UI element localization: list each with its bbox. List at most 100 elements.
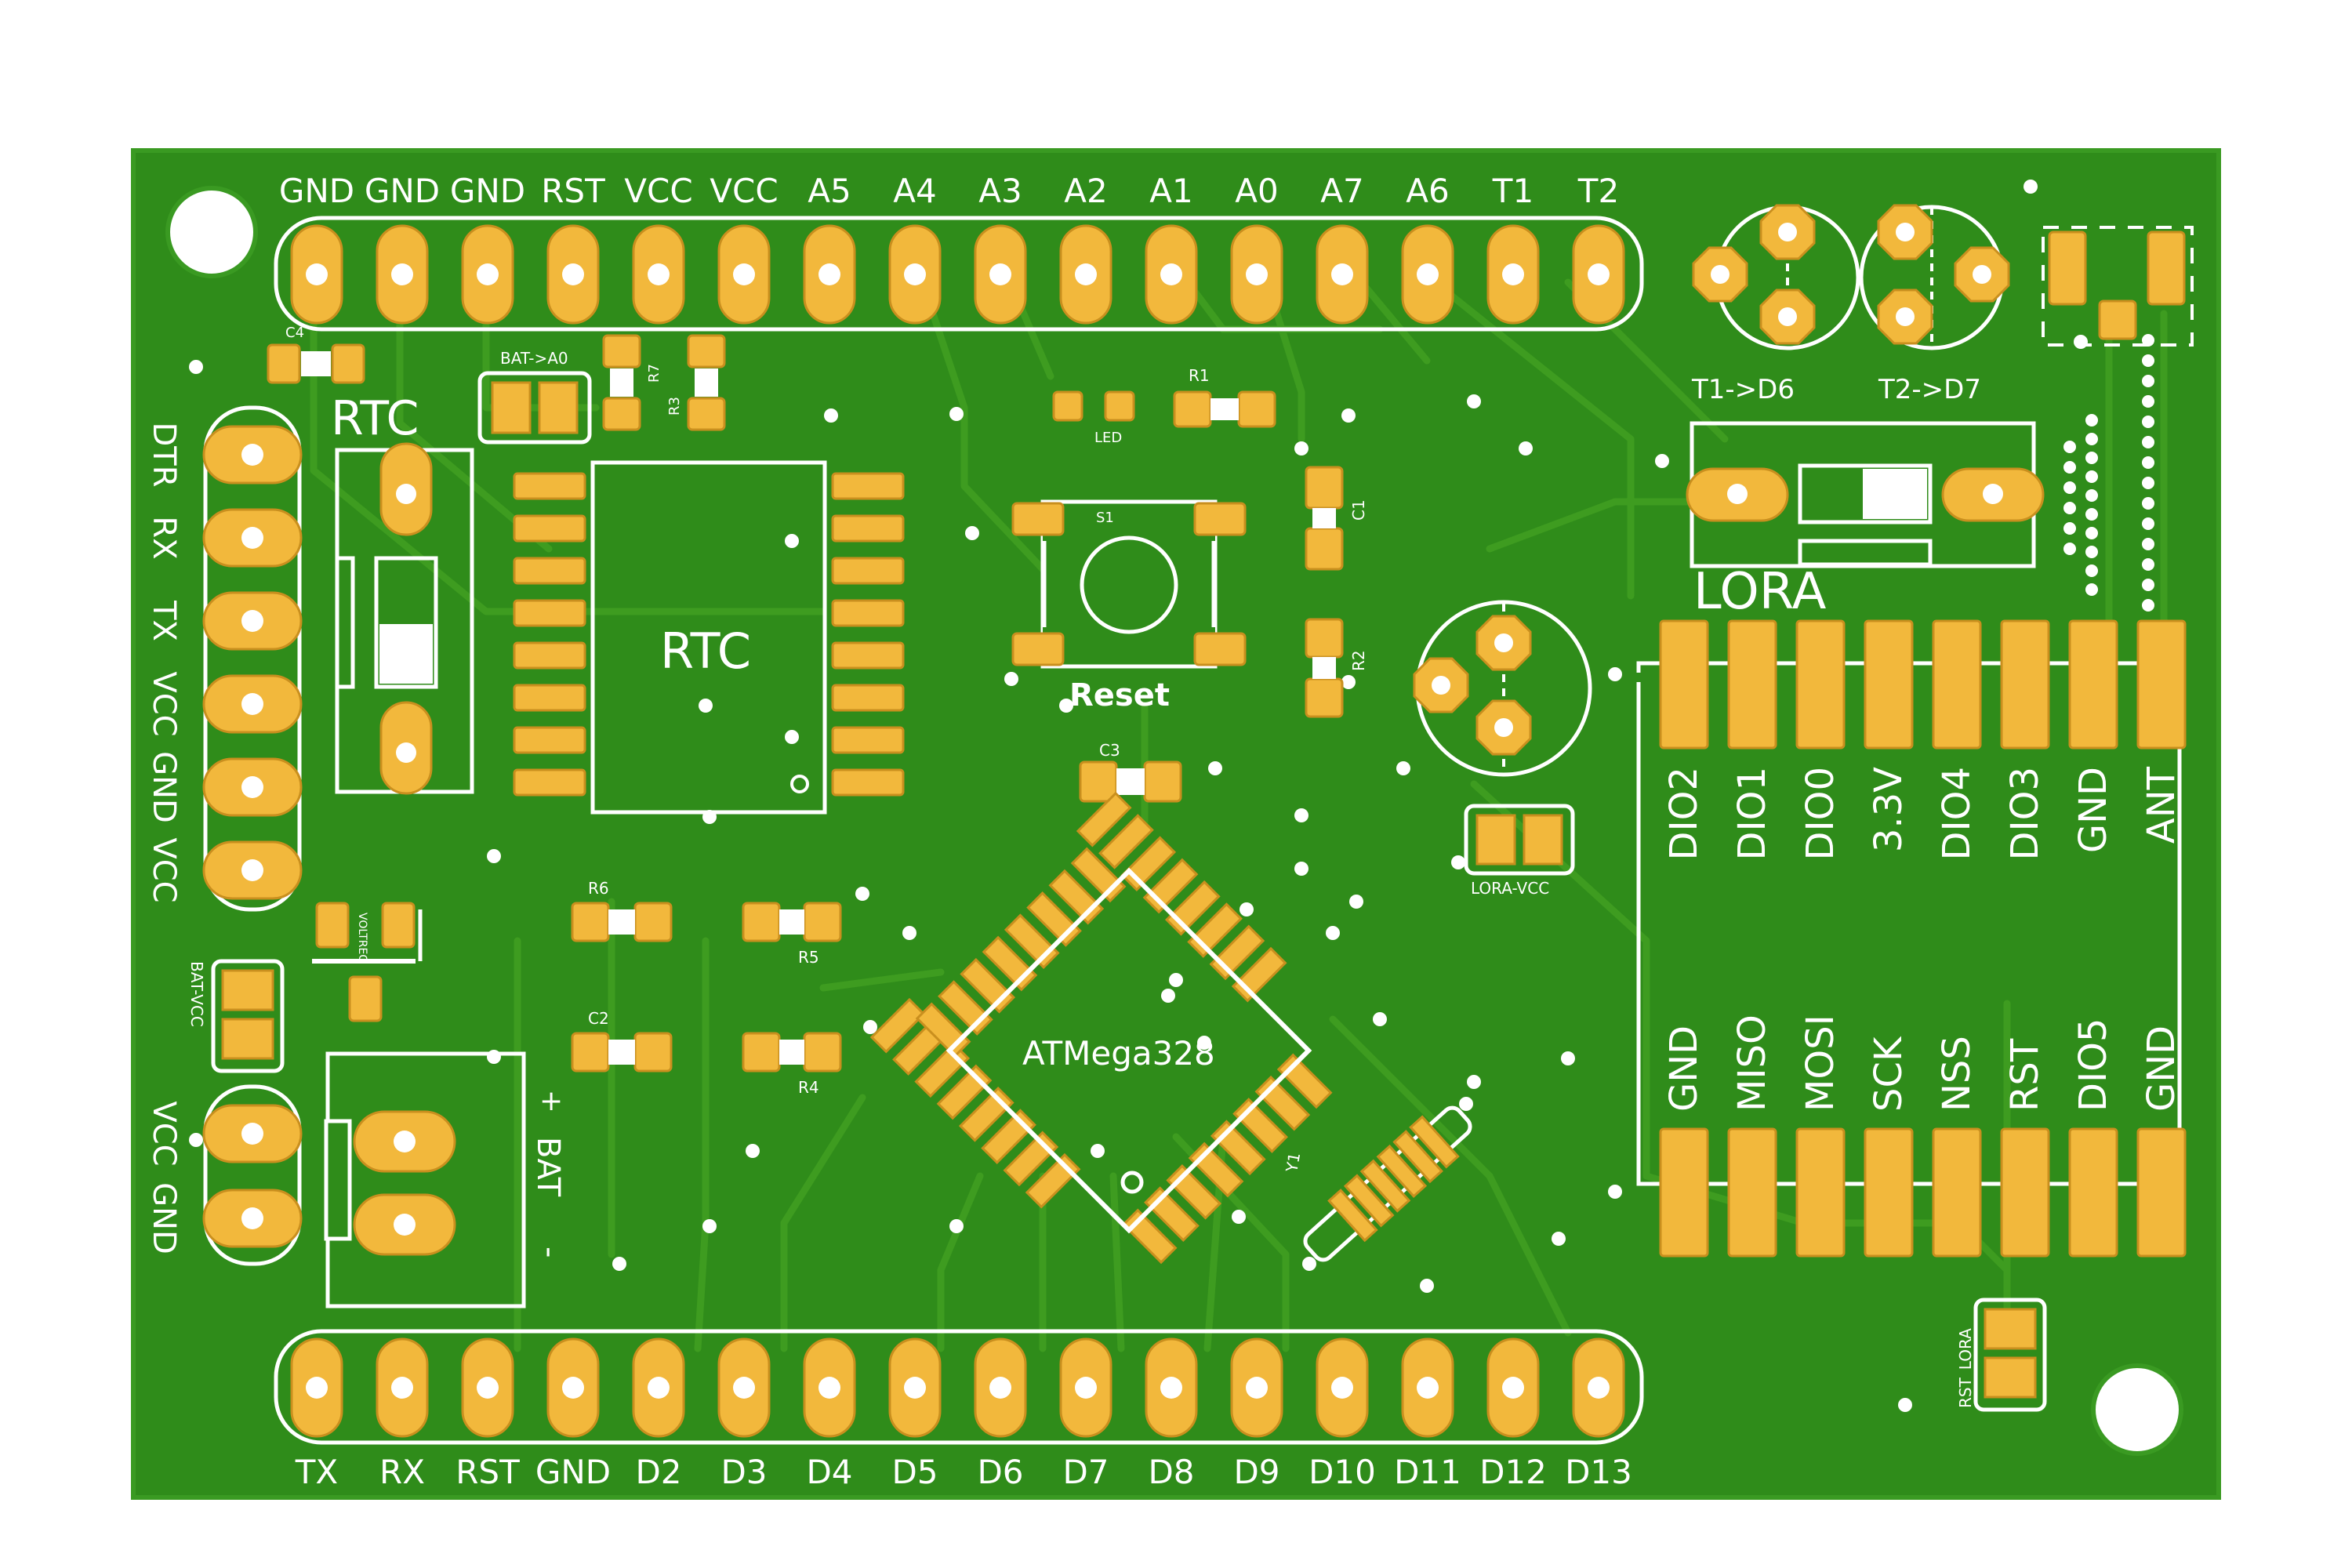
mcu-pin-pad bbox=[1098, 814, 1154, 869]
lora-bottom-pin-label: RST bbox=[2003, 1038, 2047, 1112]
resistor-r4: R4 bbox=[742, 1032, 842, 1097]
lora-bottom-pin-label: SCK bbox=[1867, 1036, 1911, 1112]
top-header-pin-label: GND bbox=[450, 172, 525, 210]
top-right-smd bbox=[2042, 226, 2194, 347]
top-header-pin bbox=[1230, 224, 1283, 325]
top-header-pin-label: A2 bbox=[1064, 172, 1107, 210]
mounting-hole-top-left bbox=[165, 186, 258, 278]
lora-bottom-pad bbox=[2068, 1127, 2118, 1258]
bottom-header-pin-label: D5 bbox=[891, 1453, 938, 1491]
top-header-pin-label: A3 bbox=[978, 172, 1022, 210]
top-header-pin-label: A5 bbox=[808, 172, 851, 210]
top-header-pin-label: T1 bbox=[1492, 172, 1534, 210]
bottom-header-pin bbox=[974, 1338, 1027, 1438]
lora-top-pin-label: DIO0 bbox=[1798, 767, 1842, 860]
bat-vcc-label: BAT-VCC bbox=[187, 961, 206, 1027]
bottom-header-pin-label: D2 bbox=[635, 1453, 681, 1491]
left-header-pin-label: DTR bbox=[146, 422, 182, 487]
reset-label: Reset bbox=[1069, 677, 1170, 713]
bottom-header-pin-label: D9 bbox=[1233, 1453, 1279, 1491]
bottom-header-pin-label: D6 bbox=[977, 1453, 1023, 1491]
top-header-pin-label: VCC bbox=[624, 172, 692, 210]
voltreg-label: VOLTREG bbox=[356, 913, 368, 963]
r7-label: R7 bbox=[646, 364, 662, 383]
top-header-pin bbox=[803, 224, 856, 325]
top-header-pin-label: A7 bbox=[1320, 172, 1363, 210]
left-header-pin bbox=[202, 674, 303, 734]
rtc-pin-pad bbox=[831, 599, 905, 627]
left-header-pin bbox=[202, 425, 303, 485]
bat-label: BAT bbox=[530, 1137, 566, 1197]
bottom-header-pin-label: RST bbox=[456, 1453, 520, 1491]
mounting-hole-bottom-right bbox=[2091, 1363, 2183, 1456]
t2-label: T2->D7 bbox=[1878, 374, 1981, 405]
vias bbox=[189, 180, 2154, 1412]
left-header-pin bbox=[202, 591, 303, 651]
bottom-header-pin bbox=[1230, 1338, 1283, 1438]
mcu-label: ATMega328 bbox=[1022, 1034, 1215, 1073]
mcu-pin-pad bbox=[1076, 791, 1132, 848]
bottom-header-pin-label: D3 bbox=[720, 1453, 767, 1491]
lora-bottom-pad bbox=[1932, 1127, 1982, 1258]
rst-lora-label: RST_LORA bbox=[1956, 1328, 1975, 1408]
top-header-pin-label: A1 bbox=[1149, 172, 1192, 210]
rtc-pin-pad bbox=[831, 557, 905, 585]
top-header-pin bbox=[1572, 224, 1625, 325]
top-header-pin bbox=[1401, 224, 1454, 325]
lora-vcc-circle bbox=[1413, 600, 1592, 777]
bottom-header bbox=[274, 1329, 1644, 1445]
top-header-pin-label: A4 bbox=[893, 172, 936, 210]
rtc-battery-label: RTC bbox=[331, 391, 419, 446]
top-header-pin-label: VCC bbox=[710, 172, 778, 210]
lora-label: LORA bbox=[1693, 563, 1827, 621]
left-header-pin-label: RX bbox=[146, 516, 182, 559]
lora-top-pad bbox=[1864, 619, 1914, 750]
top-header-pin-label: A6 bbox=[1406, 172, 1449, 210]
lora-top-pad bbox=[1659, 619, 1709, 750]
bottom-header-pin bbox=[1059, 1338, 1112, 1438]
resistor-r1: R1 bbox=[1173, 366, 1276, 428]
atmega328-mcu: ATMega328 bbox=[869, 791, 1333, 1265]
s1-label: S1 bbox=[1096, 510, 1114, 526]
trimmer-t2: T2->D7 bbox=[1859, 204, 2010, 405]
resistor-r2: R2 bbox=[1305, 618, 1368, 718]
top-header-pin-label: A0 bbox=[1235, 172, 1278, 210]
mcu-pin-pad bbox=[869, 997, 926, 1054]
lora-bottom-pad bbox=[1795, 1127, 1846, 1258]
lora-bottom-pin-label: NSS bbox=[1935, 1036, 1979, 1112]
resistor-r7: R7 bbox=[602, 334, 662, 431]
rtc-pin-pad bbox=[831, 472, 905, 500]
rtc-pin-pad bbox=[831, 768, 905, 797]
bottom-header-pin bbox=[290, 1338, 343, 1438]
top-header-pin-label: GND bbox=[279, 172, 354, 210]
bat-plus-label: + bbox=[539, 1085, 563, 1117]
rtc-pin-pad bbox=[513, 684, 586, 712]
left-header-pin-label: VCC bbox=[146, 671, 182, 736]
lora-bottom-pad bbox=[2136, 1127, 2187, 1258]
lora-bottom-pin-label: MISO bbox=[1730, 1014, 1774, 1112]
rtc-pin-pad bbox=[831, 514, 905, 543]
jumper-bat-vcc: BAT-VCC bbox=[187, 959, 285, 1073]
lora-top-pad bbox=[2136, 619, 2187, 750]
rtc-chip-label: RTC bbox=[660, 622, 751, 680]
lora-top-pin-label: DIO2 bbox=[1662, 767, 1706, 860]
top-header-pin bbox=[717, 224, 771, 325]
bottom-header-pin-label: RX bbox=[379, 1453, 425, 1491]
top-header-pin bbox=[376, 224, 429, 325]
rtc-battery-holder: RTC bbox=[331, 391, 474, 795]
lora-bottom-pin-label: MOSI bbox=[1798, 1014, 1842, 1112]
top-header-pin bbox=[546, 224, 600, 325]
bottom-header-pin bbox=[803, 1338, 856, 1438]
jumper-lora-vcc: LORA-VCC bbox=[1464, 804, 1575, 898]
left-header-pin bbox=[202, 508, 303, 568]
r6-label: R6 bbox=[588, 879, 609, 898]
resistor-r6: R6 bbox=[571, 879, 673, 942]
power-header-pin bbox=[202, 1104, 303, 1163]
top-header-pin bbox=[1059, 224, 1112, 325]
rtc-pin-pad bbox=[513, 641, 586, 670]
rtc-pin-pad bbox=[513, 472, 586, 500]
bottom-header-pin bbox=[461, 1338, 514, 1438]
